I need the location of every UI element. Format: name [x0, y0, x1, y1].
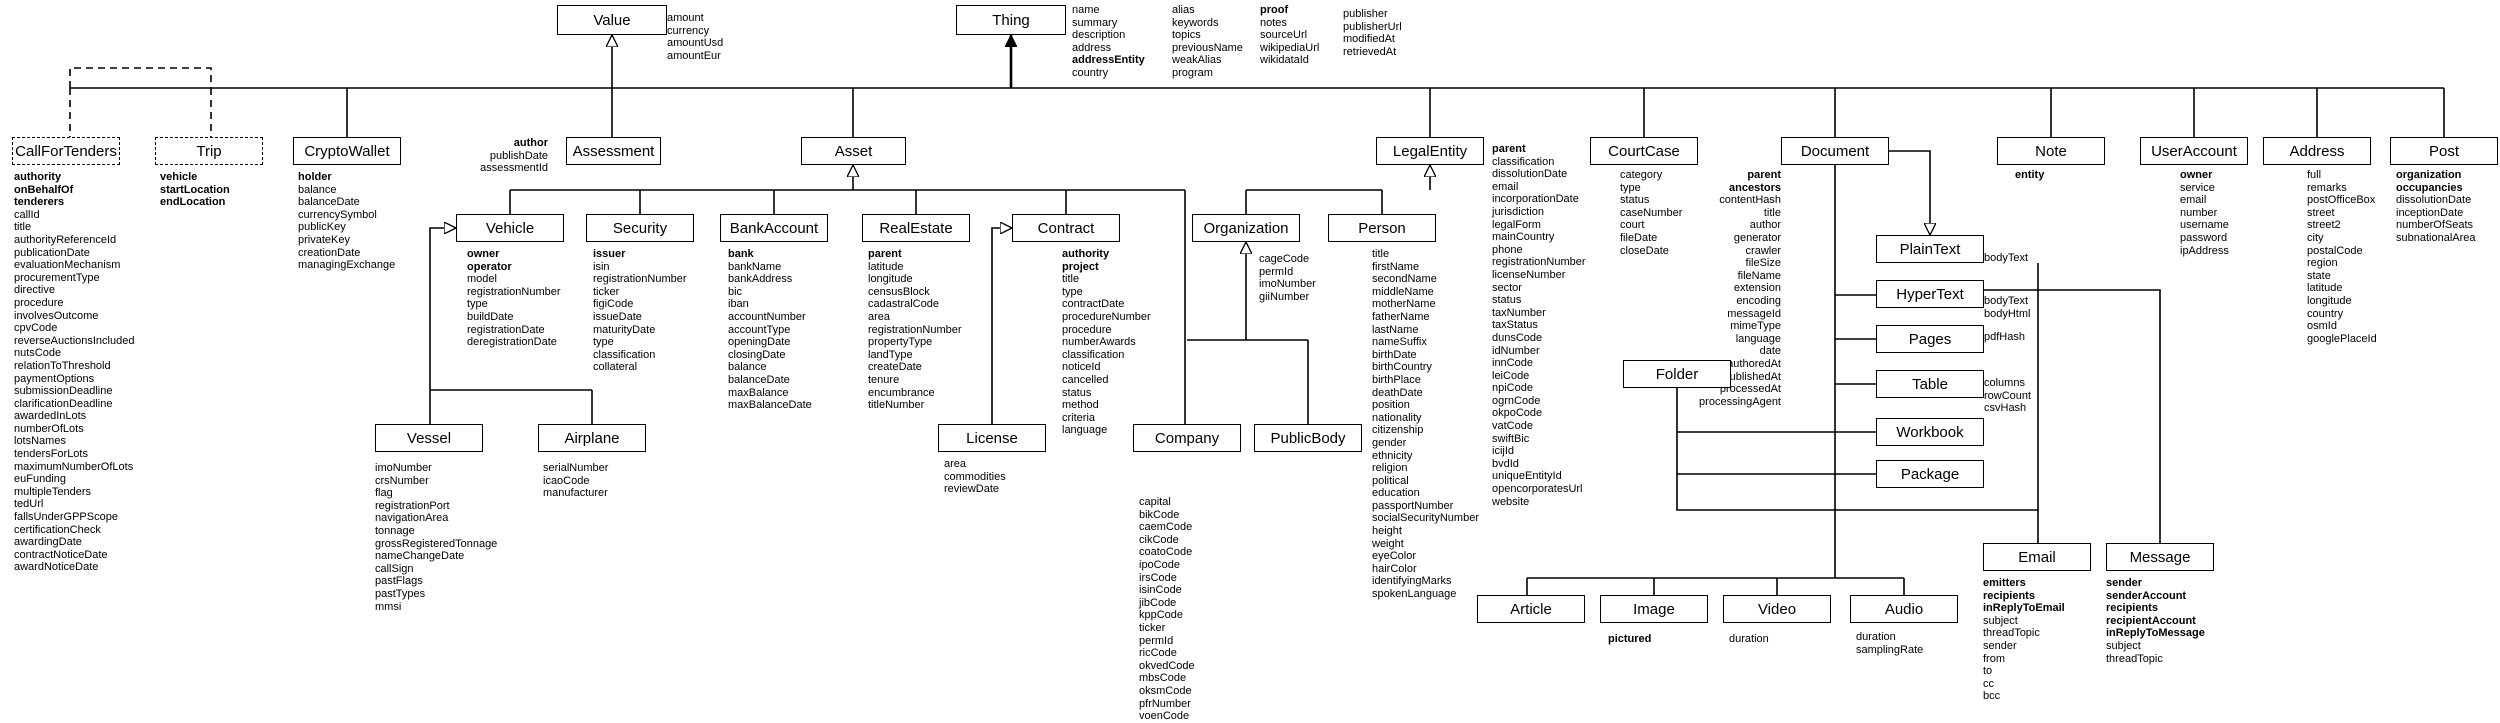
entity-box-company[interactable]: Company — [1133, 424, 1241, 452]
entity-box-audio[interactable]: Audio — [1850, 595, 1958, 623]
entity-box-license[interactable]: License — [938, 424, 1046, 452]
property-list-plain-text: bodyText — [1984, 252, 2029, 264]
inheritance-edges — [69, 35, 2445, 595]
edge-to-vehicle — [429, 228, 456, 390]
entity-box-trip[interactable]: Trip — [155, 137, 263, 165]
entity-box-hyper-text[interactable]: HyperText — [1876, 280, 1984, 308]
entity-box-public-body[interactable]: PublicBody — [1254, 424, 1362, 452]
entity-box-document[interactable]: Document — [1781, 137, 1889, 165]
property-list-note: entity — [2015, 169, 2045, 181]
entity-box-asset[interactable]: Asset — [801, 137, 906, 165]
entity-box-real-estate[interactable]: RealEstate — [862, 214, 970, 242]
entity-box-pages[interactable]: Pages — [1876, 325, 1984, 353]
entity-box-email[interactable]: Email — [1983, 543, 2091, 571]
entity-box-folder[interactable]: Folder — [1623, 360, 1731, 388]
entity-box-assessment[interactable]: Assessment — [566, 137, 661, 165]
entity-box-court-case[interactable]: CourtCase — [1590, 137, 1698, 165]
entity-box-video[interactable]: Video — [1723, 595, 1831, 623]
entity-box-address[interactable]: Address — [2263, 137, 2371, 165]
property-list-pages: pdfHash — [1984, 331, 2025, 343]
entity-box-note[interactable]: Note — [1997, 137, 2105, 165]
edge-message-document — [1984, 289, 2161, 543]
entity-box-workbook[interactable]: Workbook — [1876, 418, 1984, 446]
entity-box-value[interactable]: Value — [557, 5, 667, 35]
entity-box-message[interactable]: Message — [2106, 543, 2214, 571]
property-list-image: pictured — [1608, 633, 1652, 645]
entity-box-crypto-wallet[interactable]: CryptoWallet — [293, 137, 401, 165]
entity-box-vessel[interactable]: Vessel — [375, 424, 483, 452]
entity-box-table[interactable]: Table — [1876, 370, 1984, 398]
entity-box-organization[interactable]: Organization — [1192, 214, 1300, 242]
entity-box-contract[interactable]: Contract — [1012, 214, 1120, 242]
entity-box-security[interactable]: Security — [586, 214, 694, 242]
edge-plaintext-document — [1889, 150, 1930, 235]
entity-box-image[interactable]: Image — [1600, 595, 1708, 623]
property-list-video: duration — [1729, 633, 1769, 645]
entity-box-airplane[interactable]: Airplane — [538, 424, 646, 452]
entity-box-call-for-tenders[interactable]: CallForTenders — [12, 137, 120, 165]
entity-box-thing[interactable]: Thing — [956, 5, 1066, 35]
entity-box-package[interactable]: Package — [1876, 460, 1984, 488]
entity-box-plain-text[interactable]: PlainText — [1876, 235, 1984, 263]
edge-call-for-tenders-value — [69, 67, 212, 88]
entity-box-vehicle[interactable]: Vehicle — [456, 214, 564, 242]
entity-box-article[interactable]: Article — [1477, 595, 1585, 623]
edge-email-document — [1676, 388, 2039, 543]
entity-box-user-account[interactable]: UserAccount — [2140, 137, 2248, 165]
entity-box-bank-account[interactable]: BankAccount — [720, 214, 828, 242]
entity-box-person[interactable]: Person — [1328, 214, 1436, 242]
edge-license-contract — [991, 228, 1012, 424]
entity-box-post[interactable]: Post — [2390, 137, 2498, 165]
entity-box-legal-entity[interactable]: LegalEntity — [1376, 137, 1484, 165]
